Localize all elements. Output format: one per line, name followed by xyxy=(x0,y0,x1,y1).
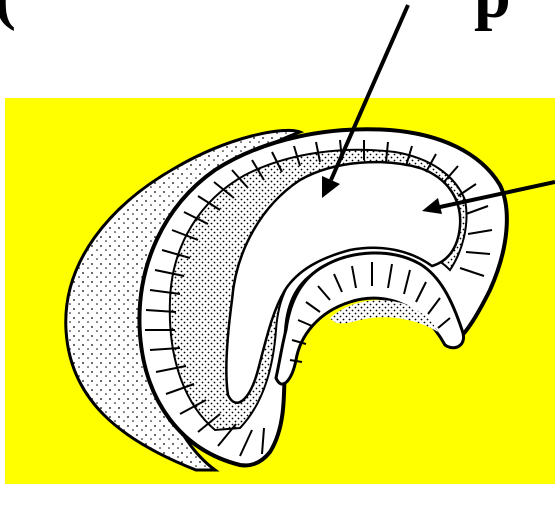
embryo-illustration xyxy=(0,0,555,507)
